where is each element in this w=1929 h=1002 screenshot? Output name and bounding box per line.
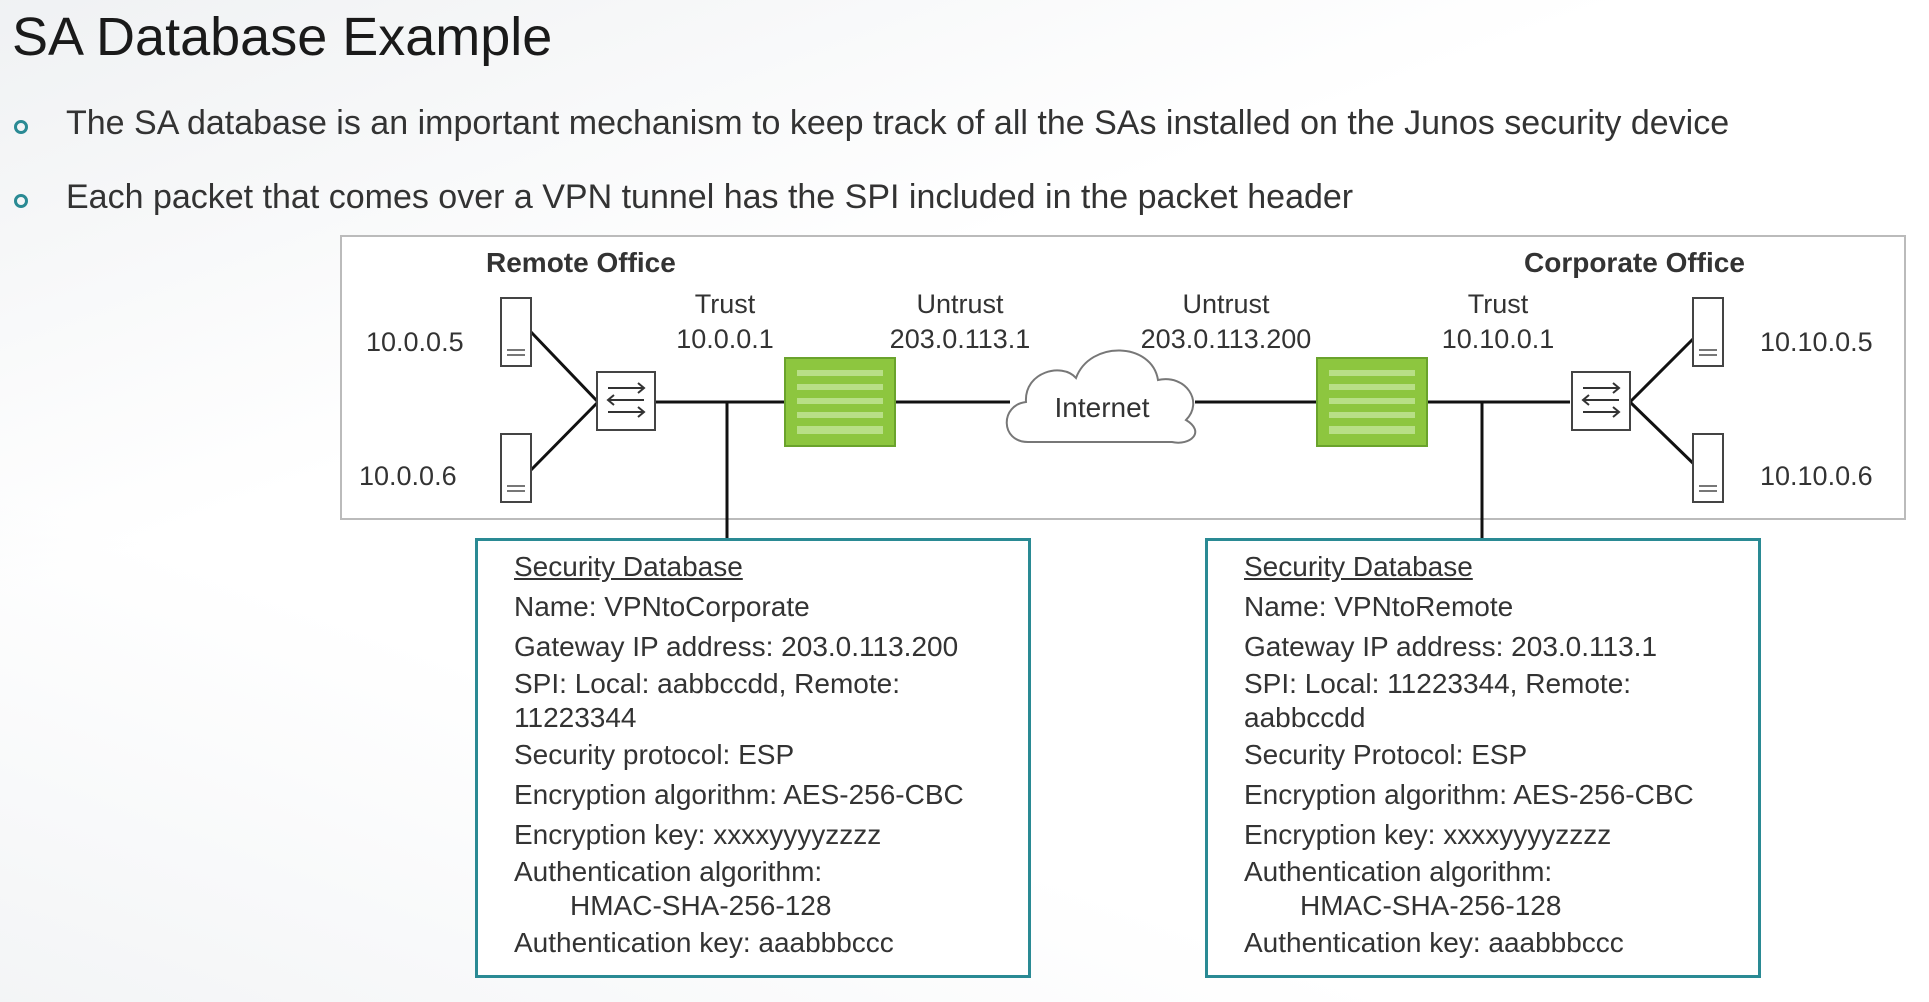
bullet-text: The SA database is an important mechanis… [66,104,1730,142]
database-auth-key: Authentication key: aaabbbccc [1244,927,1624,958]
firewall-icon [1316,357,1428,447]
corporate-office-label: Corporate Office [1524,247,1745,278]
corporate-security-database: Security Database Name: VPNtoRemote Gate… [1205,538,1761,978]
server-icon [1692,297,1724,367]
database-protocol: Security Protocol: ESP [1244,739,1528,770]
database-gateway: Gateway IP address: 203.0.113.200 [514,631,959,662]
bullet-marker [14,120,28,134]
interface-ip-label: 203.0.113.200 [1141,324,1312,354]
internet-label: Internet [1055,392,1150,423]
database-spi-cont: 11223344 [514,702,637,733]
link-switch-to-host [1628,330,1702,404]
interface-ip-label: 10.10.0.1 [1442,324,1555,354]
remote-office-label: Remote Office [486,247,676,278]
database-encryption-key: Encryption key: xxxxyyyyzzzz [514,819,882,850]
database-protocol: Security protocol: ESP [514,739,795,770]
link-host-to-switch [529,400,600,472]
host-ip-label: 10.10.0.5 [1760,327,1873,357]
database-heading: Security Database [514,551,743,582]
zone-label: Trust [1468,289,1529,319]
host-ip-label: 10.0.0.6 [359,461,457,491]
database-auth-algorithm: Authentication algorithm: [1244,856,1553,887]
bullet-text: Each packet that comes over a VPN tunnel… [66,178,1354,216]
database-spi: SPI: Local: aabbccdd, Remote: [514,668,900,699]
server-icon [500,433,532,503]
database-spi-cont: aabbccdd [1244,702,1366,733]
zone-label: Untrust [916,289,1004,319]
link-host-to-switch [529,330,600,404]
database-auth-algorithm: Authentication algorithm: [514,856,823,887]
interface-ip-label: 203.0.113.1 [890,324,1031,354]
switch-icon [596,371,656,431]
host-ip-label: 10.10.0.6 [1760,461,1873,491]
server-icon [1692,433,1724,503]
database-auth-algorithm-value: HMAC-SHA-256-128 [1300,890,1562,921]
switch-icon [1571,371,1631,431]
interface-ip-label: 10.0.0.1 [676,324,774,354]
database-auth-key: Authentication key: aaabbbccc [514,927,894,958]
cloud-icon [1005,349,1197,444]
zone-label: Untrust [1182,289,1270,319]
database-encryption-algorithm: Encryption algorithm: AES-256-CBC [1244,779,1694,810]
database-auth-algorithm-value: HMAC-SHA-256-128 [570,890,832,921]
firewall-icon [784,357,896,447]
database-encryption-key: Encryption key: xxxxyyyyzzzz [1244,819,1612,850]
network-links [529,330,1702,538]
link-switch-to-host [1628,400,1702,472]
database-name: Name: VPNtoCorporate [514,591,810,622]
zone-label: Trust [695,289,756,319]
bullet-marker [14,194,28,208]
database-name: Name: VPNtoRemote [1244,591,1514,622]
database-encryption-algorithm: Encryption algorithm: AES-256-CBC [514,779,964,810]
host-ip-label: 10.0.0.5 [366,327,464,357]
database-spi: SPI: Local: 11223344, Remote: [1244,668,1632,699]
remote-security-database: Security Database Name: VPNtoCorporate G… [475,538,1031,978]
page-title: SA Database Example [12,7,553,67]
database-gateway: Gateway IP address: 203.0.113.1 [1244,631,1658,662]
database-heading: Security Database [1244,551,1473,582]
server-icon [500,297,532,367]
